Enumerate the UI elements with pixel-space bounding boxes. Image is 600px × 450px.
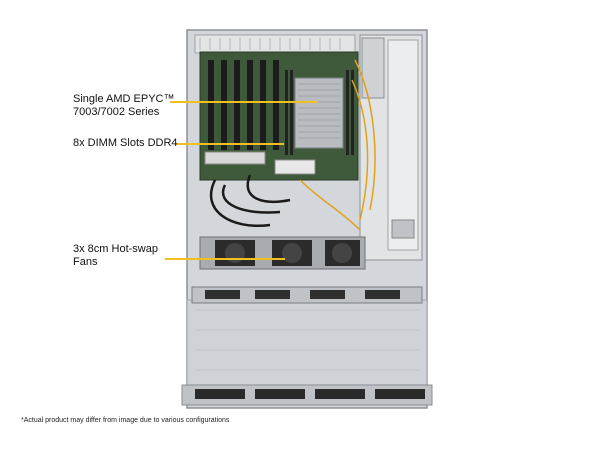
- disclaimer-text: *Actual product may differ from image du…: [21, 417, 230, 424]
- cpu-callout-line: [170, 101, 318, 103]
- fans-label-line1: 3x 8cm Hot-swap: [73, 243, 158, 255]
- fans-callout-line: [165, 258, 285, 260]
- dimm-callout-line: [176, 143, 284, 145]
- cpu-label: Single AMD EPYC™ 7003/7002 Series: [73, 93, 223, 119]
- cpu-label-line1: Single AMD EPYC™: [73, 93, 175, 105]
- fans-label: 3x 8cm Hot-swap Fans: [73, 243, 193, 269]
- dimm-label: 8x DIMM Slots DDR4: [73, 137, 178, 149]
- cpu-label-line2: 7003/7002 Series: [73, 106, 160, 118]
- fans-label-line2: Fans: [73, 256, 98, 268]
